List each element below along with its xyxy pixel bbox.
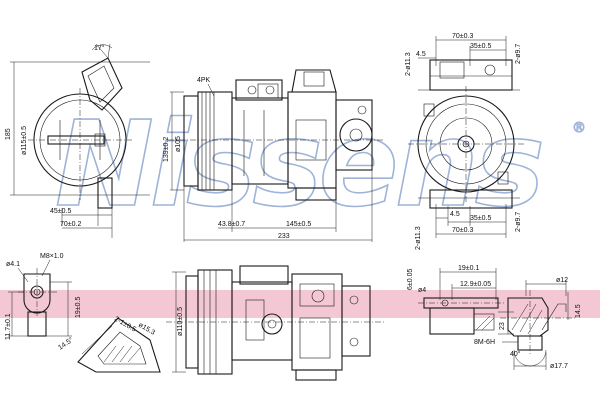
v2-length145-label: 145±0.5: [286, 221, 311, 228]
v3-hole113-label: 2-ø11.3: [405, 52, 412, 76]
v3-width70-label: 70±0.3: [452, 33, 473, 40]
v2-diameter-label: ø105: [175, 136, 182, 152]
v3-width45-label: 4.5: [416, 51, 426, 58]
v9-thread-label: 8M-6H: [474, 339, 495, 346]
v8-width19-label: 19±0.1: [458, 265, 479, 272]
view-front-clutch: 185 17° ø115±0.5 45±0.5 70±0.2: [5, 43, 150, 238]
v9-diameter177-label: ø17.7: [550, 363, 568, 370]
v2-offset-label: 43.8±0.7: [218, 221, 245, 228]
v8-hole-label: ø4: [418, 287, 426, 294]
v5-hole-label: ø4.1: [6, 261, 20, 268]
v9-height14-label: 14.5: [575, 304, 582, 318]
view-top-side: ø110±0.5: [166, 265, 384, 381]
v9-diameter12-label: ø12: [556, 277, 568, 284]
v9-angle-label: 40°: [510, 350, 521, 358]
view-angled-section: 14.5° 2-1±0.5 ø15.3: [57, 316, 161, 373]
v5-height19-label: 19±0.5: [75, 297, 82, 318]
v8-width129-label: 12.9±0.05: [460, 281, 491, 288]
v1-diameter-label: ø115±0.5: [21, 126, 28, 155]
v5-offset-label: 11.7±0.1: [5, 313, 12, 340]
v2-height-label: 139±0.2: [163, 137, 170, 162]
v6-width-label: 2-1±0.5: [113, 316, 137, 334]
v4-width35-label: 35±0.5: [470, 215, 491, 222]
v3-width35-label: 35±0.5: [470, 43, 491, 50]
v3-hole97-label: 2-ø9.7: [515, 44, 522, 64]
view-rear: 70±0.3 35±0.5 4.5 2-ø11.3 2-ø9.7 4.5 35±…: [405, 33, 524, 250]
v4-hole113-label: 2-ø11.3: [415, 226, 422, 250]
view-bracket-detail: 19±0.1 12.9±0.05 6±0.05 ø4 23: [407, 265, 514, 335]
v8-height6-label: 6±0.05: [407, 269, 414, 290]
view-side: 4PK 139±0.2 ø105: [163, 69, 384, 242]
brand-watermark: Nissens: [55, 95, 542, 233]
v2-length233-label: 233: [278, 233, 290, 240]
v2-belt-label: 4PK: [197, 77, 211, 84]
v4-hole97-label: 2-ø9.7: [515, 212, 522, 232]
v5-thread-label: M8×1.0: [40, 253, 64, 260]
v4-width70-label: 70±0.3: [452, 227, 473, 234]
v1-width45-label: 45±0.5: [50, 208, 71, 215]
v1-height-label: 185: [5, 128, 12, 140]
registered-mark: ®: [572, 120, 586, 136]
v4-width45-label: 4.5: [450, 211, 460, 218]
view-fitting-detail: ø12 14.5 8M-6H 40° ø17.7: [474, 277, 582, 370]
v7-diameter-label: ø110±0.5: [177, 307, 184, 336]
view-lug-detail: ø4.1 M8×1.0 19±0.5 11.7±0.1: [5, 253, 82, 340]
v1-angle-label: 17°: [94, 44, 105, 52]
v1-width70-label: 70±0.2: [60, 221, 81, 228]
v8-height23-label: 23: [499, 322, 506, 330]
v6-angle-label: 14.5°: [57, 336, 75, 352]
v6-diameter-label: ø15.3: [137, 322, 156, 337]
